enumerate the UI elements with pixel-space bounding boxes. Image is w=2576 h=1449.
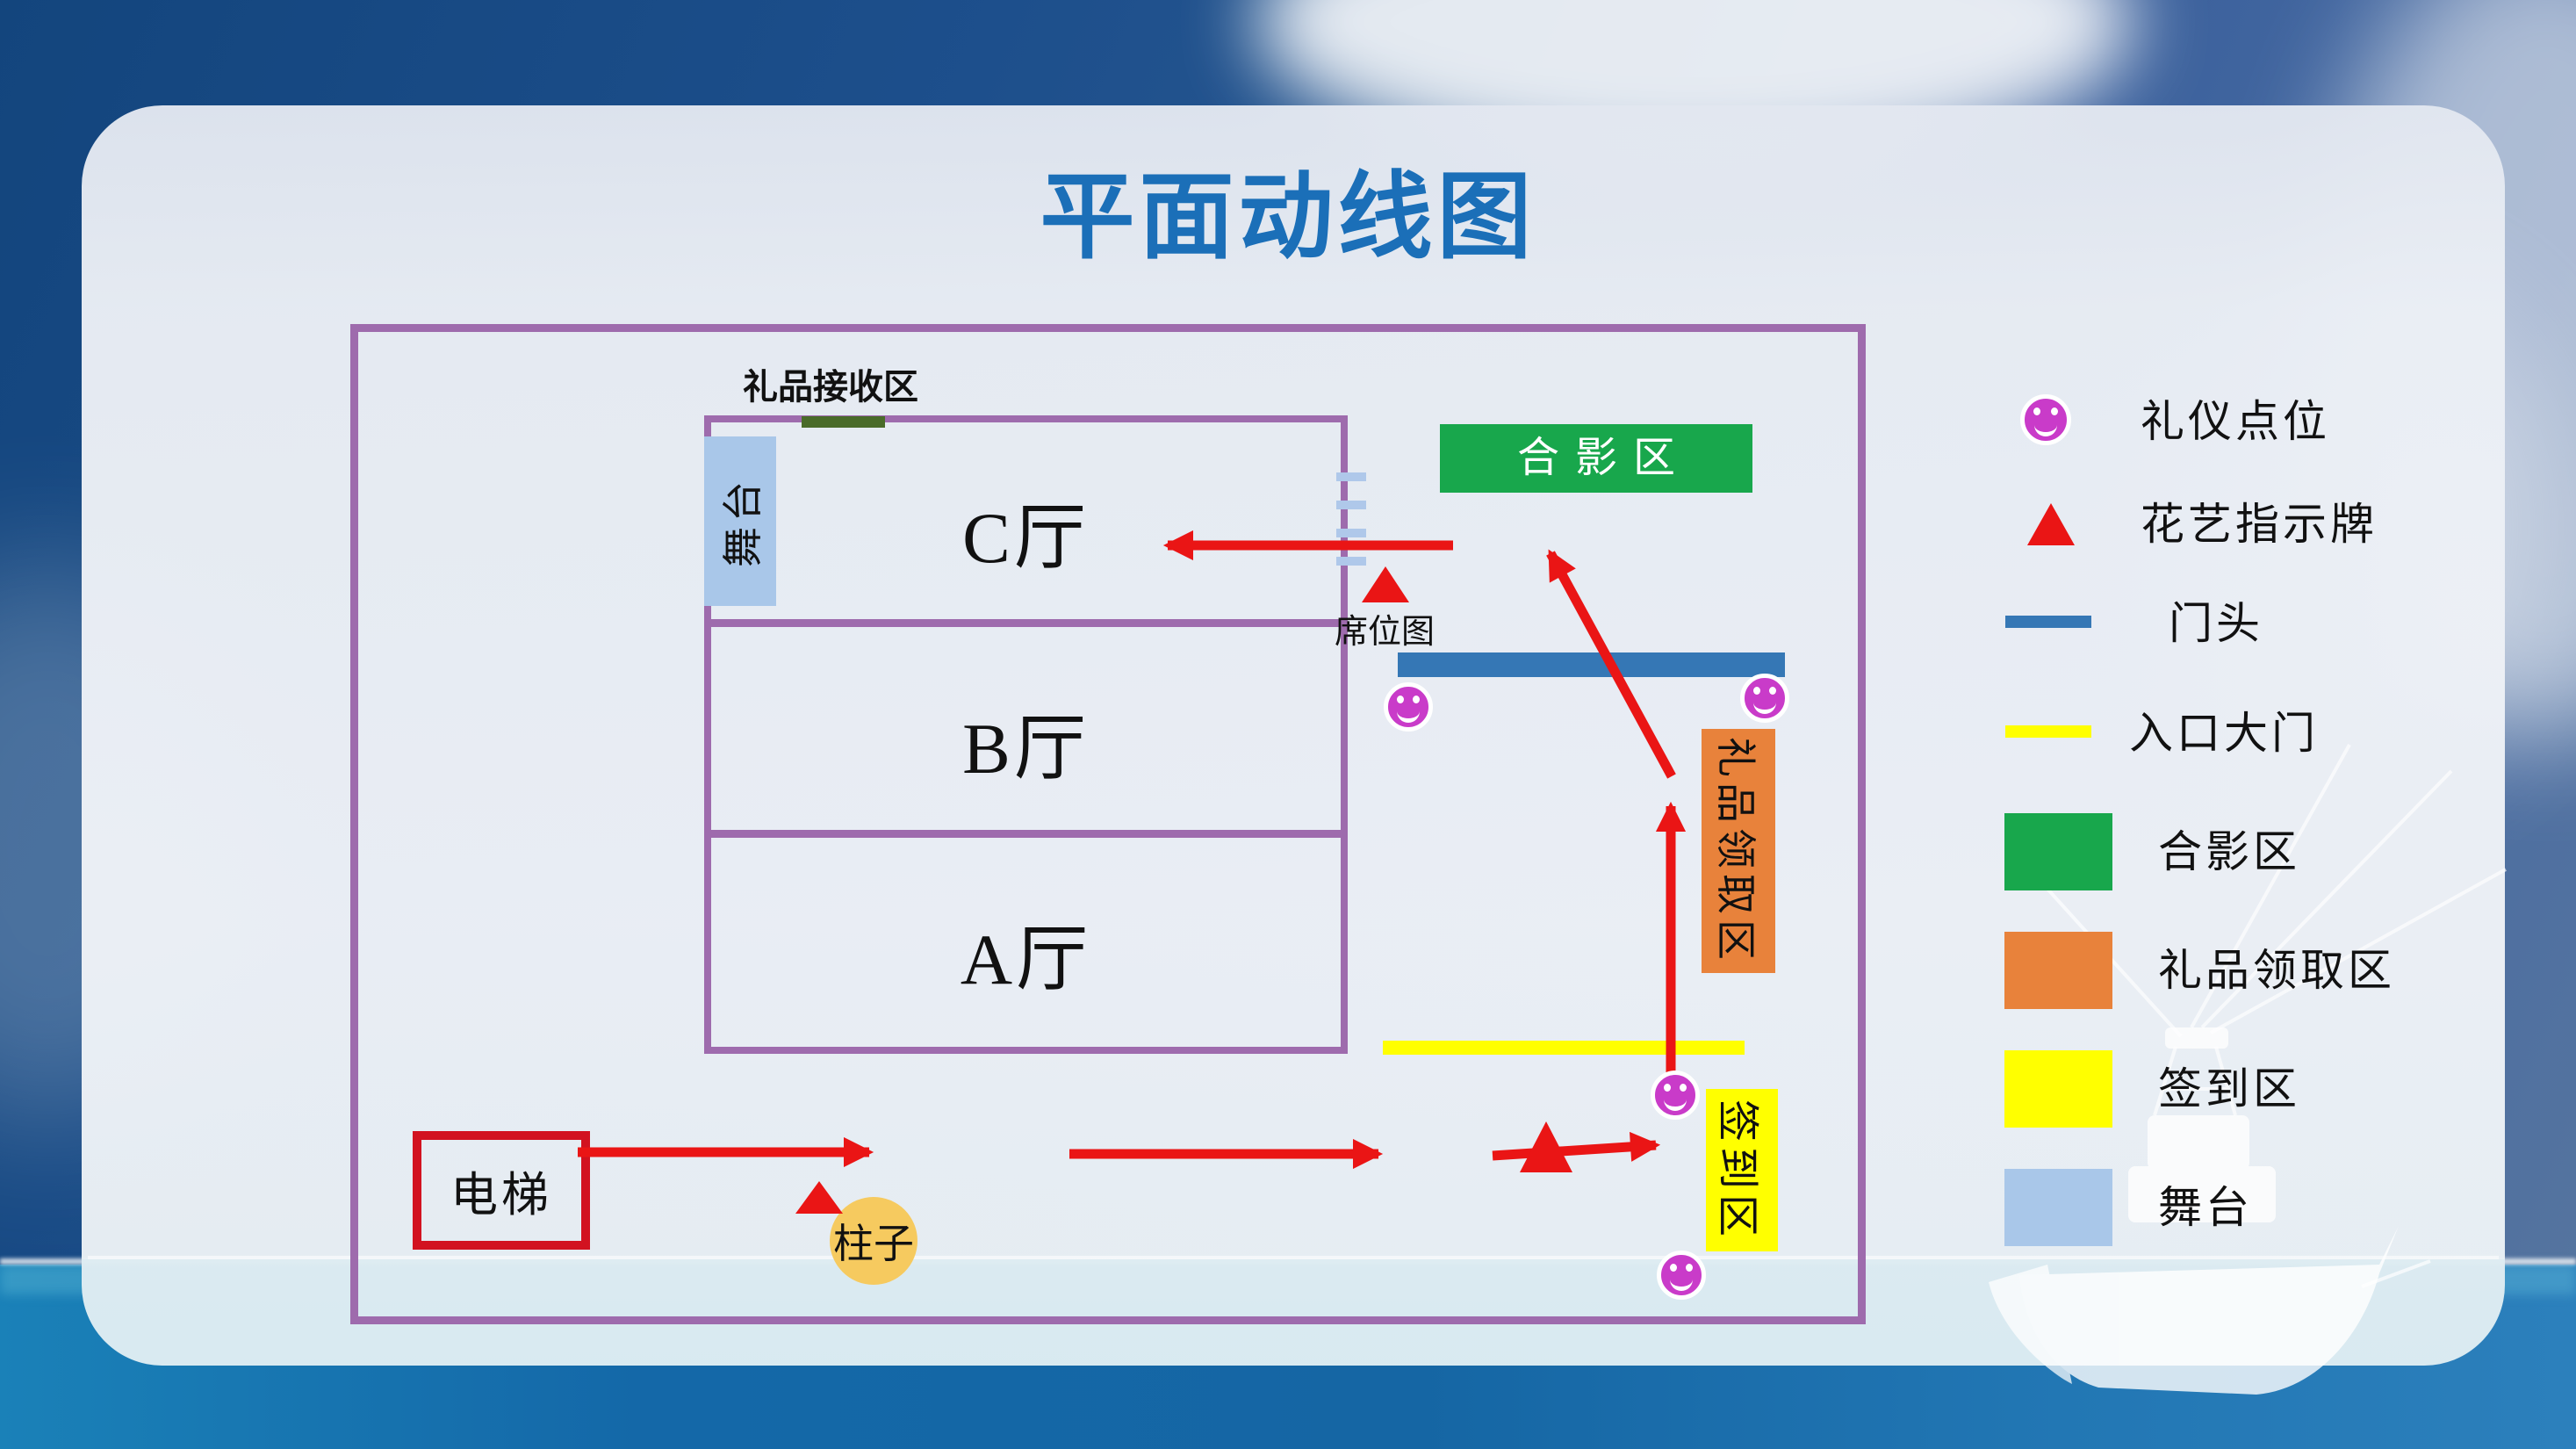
hall-divider [704,619,1348,627]
venue-outline [350,324,1866,1324]
legend-gift-pickup-swatch [2004,932,2112,1009]
door-dash [1336,529,1366,537]
hall-c-label: C厅 [962,498,1090,578]
legend-label-photo-area: 合影区 [2158,827,2300,876]
gift-receiving-label: 礼品接收区 [743,367,918,407]
halls-block [704,415,1348,1054]
door-dash [1336,501,1366,509]
etiquette-smiley-icon [1657,1251,1706,1300]
floral-sign-triangle-icon [1520,1119,1572,1172]
legend-label-door-head: 门头 [2169,599,2263,648]
seating-chart-label: 席位图 [1335,614,1436,651]
etiquette-smiley-icon [1740,674,1789,723]
legend-stage-swatch [2004,1169,2112,1246]
pillar-label: 柱子 [833,1222,914,1266]
legend-signin-swatch [2004,1050,2112,1128]
flow-arrow-to-signin [1492,1131,1661,1162]
entrance-gate-line [1383,1041,1745,1055]
hall-divider [704,830,1348,838]
page-title: 平面动线图 [1040,166,1536,270]
legend-label-stage: 舞台 [2158,1183,2253,1232]
legend-entrance-swatch [2005,725,2091,738]
door-dash [1336,557,1366,566]
legend-photo-area-swatch [2004,813,2112,890]
elevator: 电梯 [413,1131,590,1250]
legend-smiley-icon [2020,394,2071,445]
legend-label-floral-sign: 花艺指示牌 [2141,500,2378,549]
hall-a-label: A厅 [960,919,1092,999]
floral-sign-triangle-icon [1362,564,1409,602]
elevator-label: 电梯 [450,1169,552,1222]
legend-label-entrance: 入口大门 [2129,709,2319,758]
hall-b-label: B厅 [962,709,1090,789]
etiquette-smiley-icon [1651,1071,1700,1120]
signin-area: 签到区 [1706,1089,1778,1251]
stage: 舞台 [704,436,776,606]
pillar: 柱子 [830,1197,917,1285]
gift-pickup-area: 礼品领取区 [1702,729,1775,973]
door-head-bar [1398,652,1785,677]
legend-door-head-swatch [2005,616,2091,628]
legend-label-gift-pickup: 礼品领取区 [2158,946,2395,995]
card-horizon-line [88,1256,2499,1259]
legend-label-signin: 签到区 [2158,1064,2300,1114]
legend-label-etiquette: 礼仪点位 [2141,397,2330,446]
gift-receiving-strip [802,416,885,428]
etiquette-smiley-icon [1384,682,1433,732]
legend-triangle-icon [2027,501,2075,545]
door-dash [1336,472,1366,481]
photo-area: 合影区 [1440,424,1752,493]
flow-arrow-to-photo [1546,549,1676,779]
floral-sign-triangle-icon [795,1179,843,1214]
